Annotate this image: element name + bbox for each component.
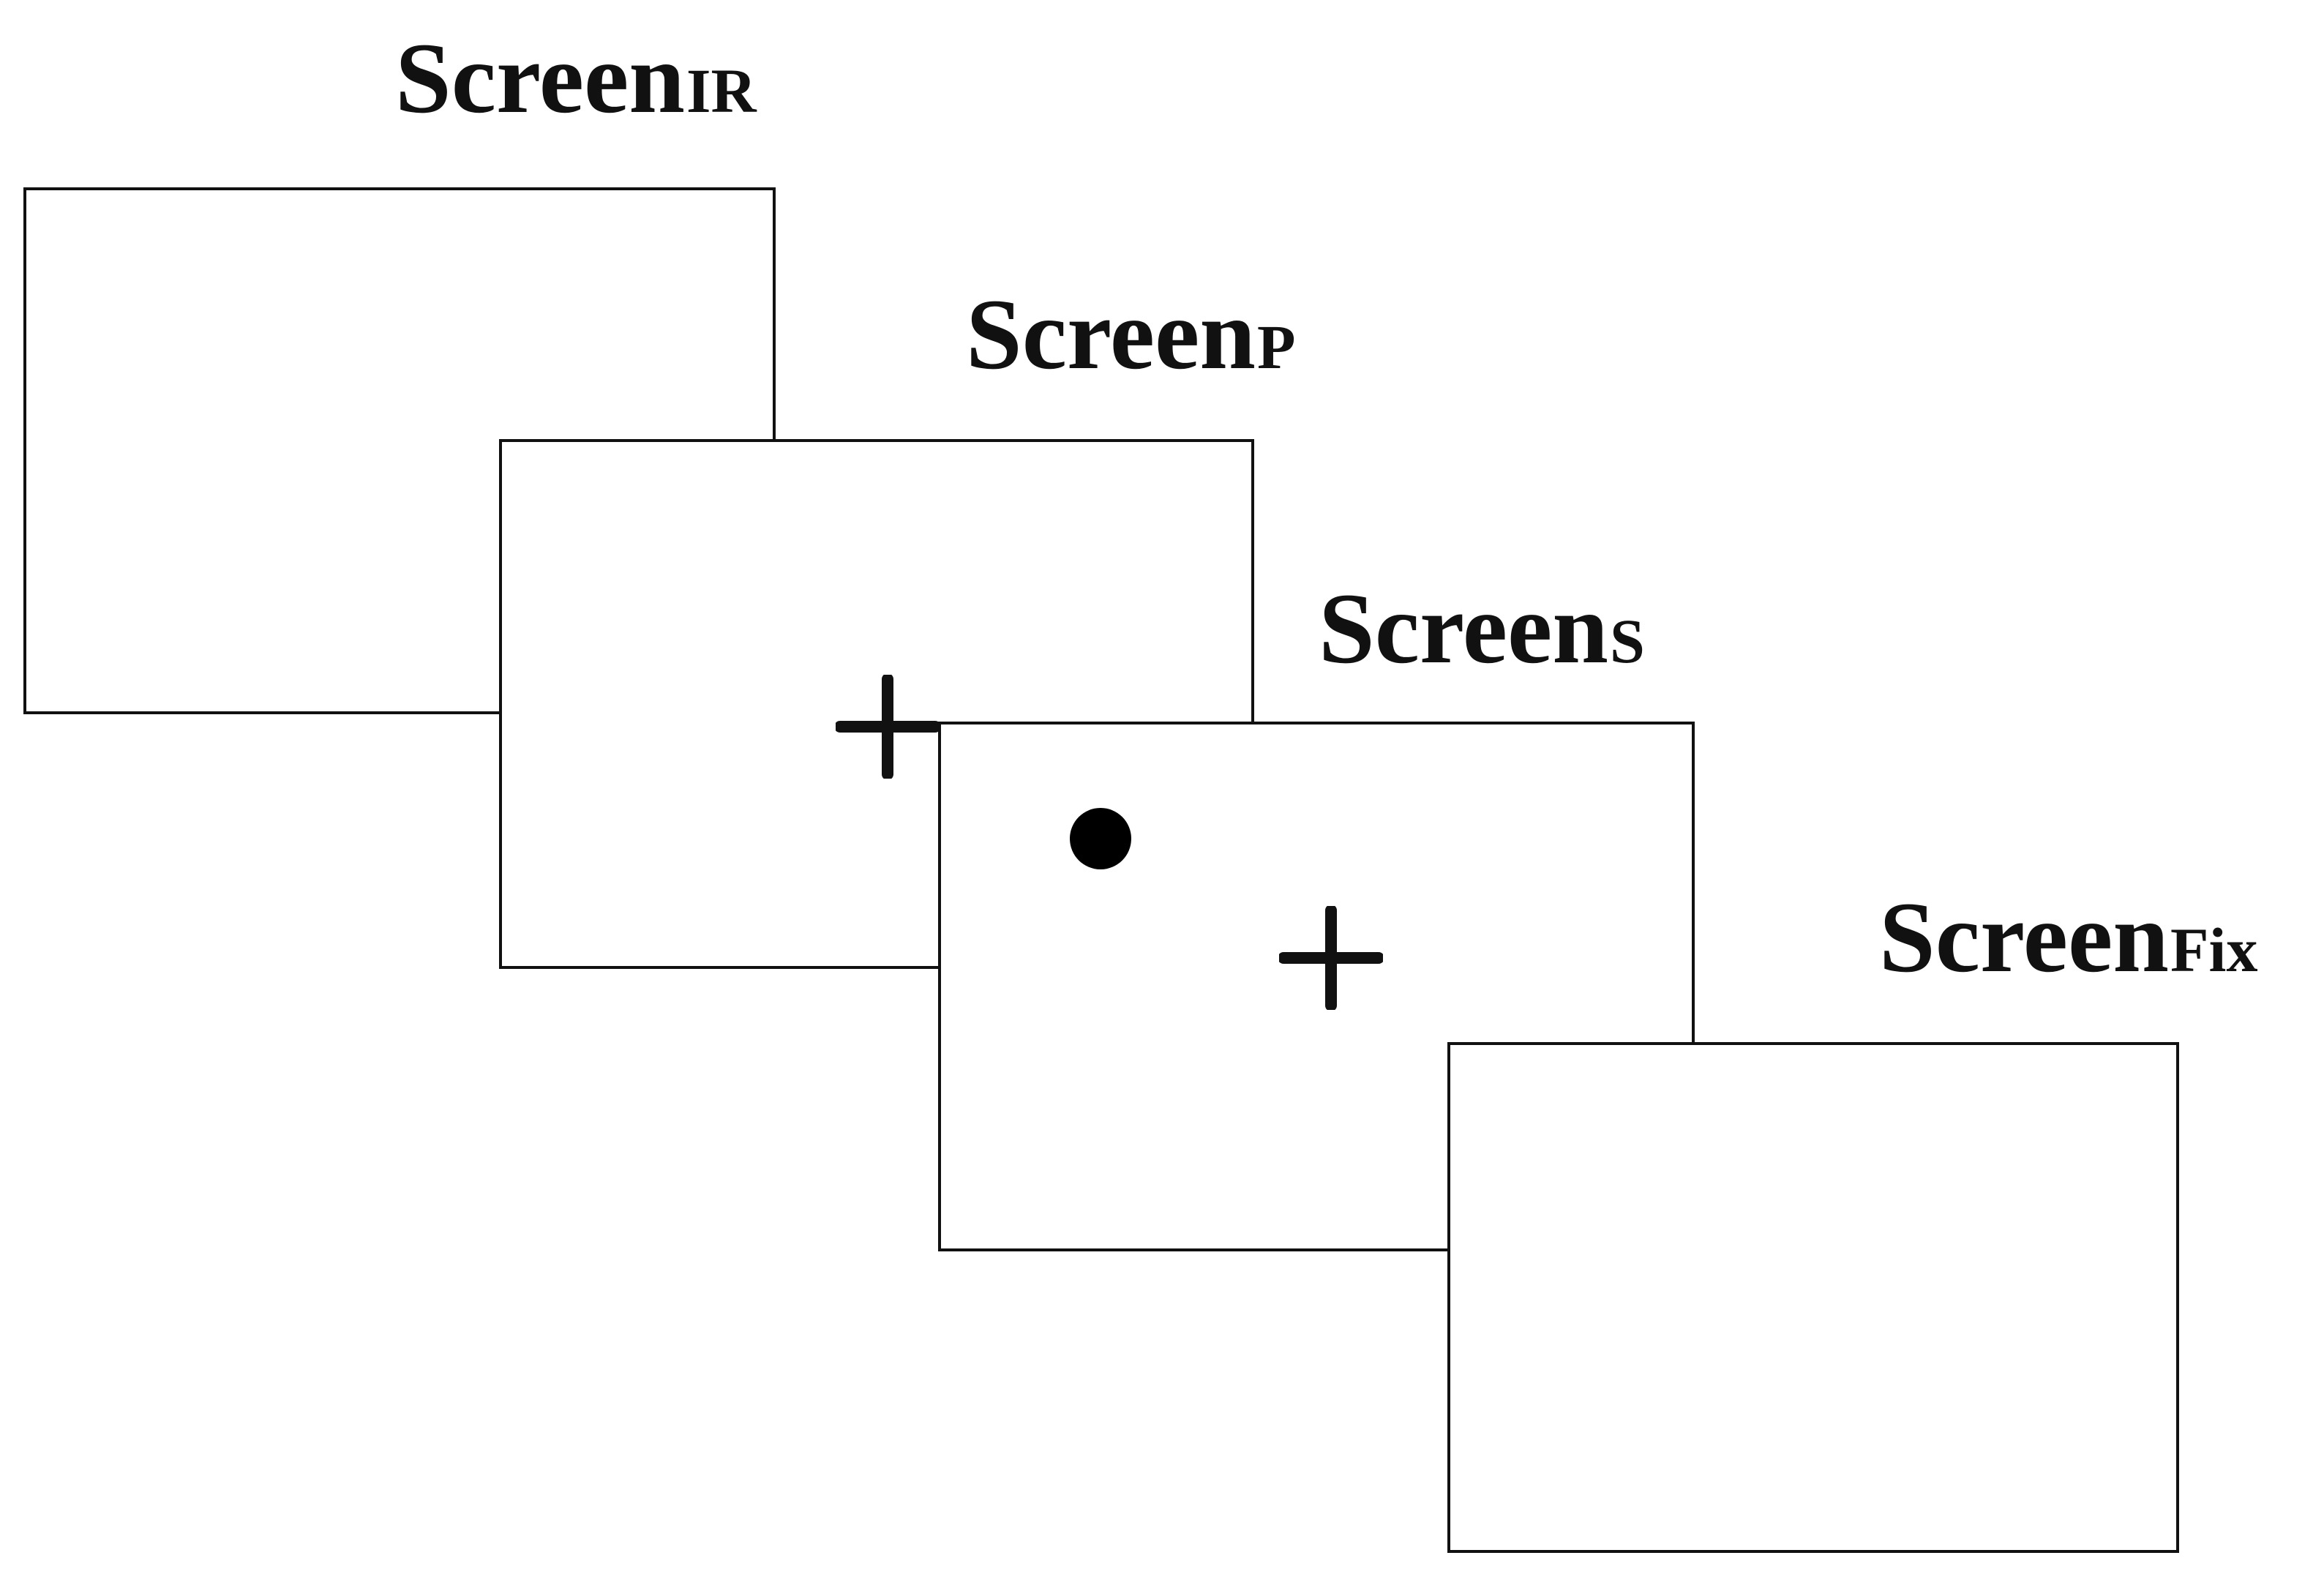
screen-fix-frame [1447,1042,2179,1553]
screen-s-label: ScreenS [1319,578,1645,679]
screen-s-label-main: Screen [1319,572,1609,684]
screen-fix-label-main: Screen [1879,881,2170,993]
screen-p-label: ScreenP [966,284,1296,385]
filled-dot-icon [1070,808,1131,869]
plus-cross-icon [1279,906,1383,1010]
screen-p-label-main: Screen [966,278,1256,390]
screen-ir-label-main: Screen [395,22,686,134]
screen-p-label-subscript: P [1257,312,1296,382]
screen-fix-label: ScreenFix [1879,887,2257,988]
screen-ir-label: ScreenIR [395,28,757,129]
plus-cross-icon [836,675,940,779]
screen-ir-label-subscript: IR [686,56,757,126]
screen-s-label-subscript: S [1610,606,1645,676]
screen-fix-label-subscript: Fix [2170,915,2258,985]
